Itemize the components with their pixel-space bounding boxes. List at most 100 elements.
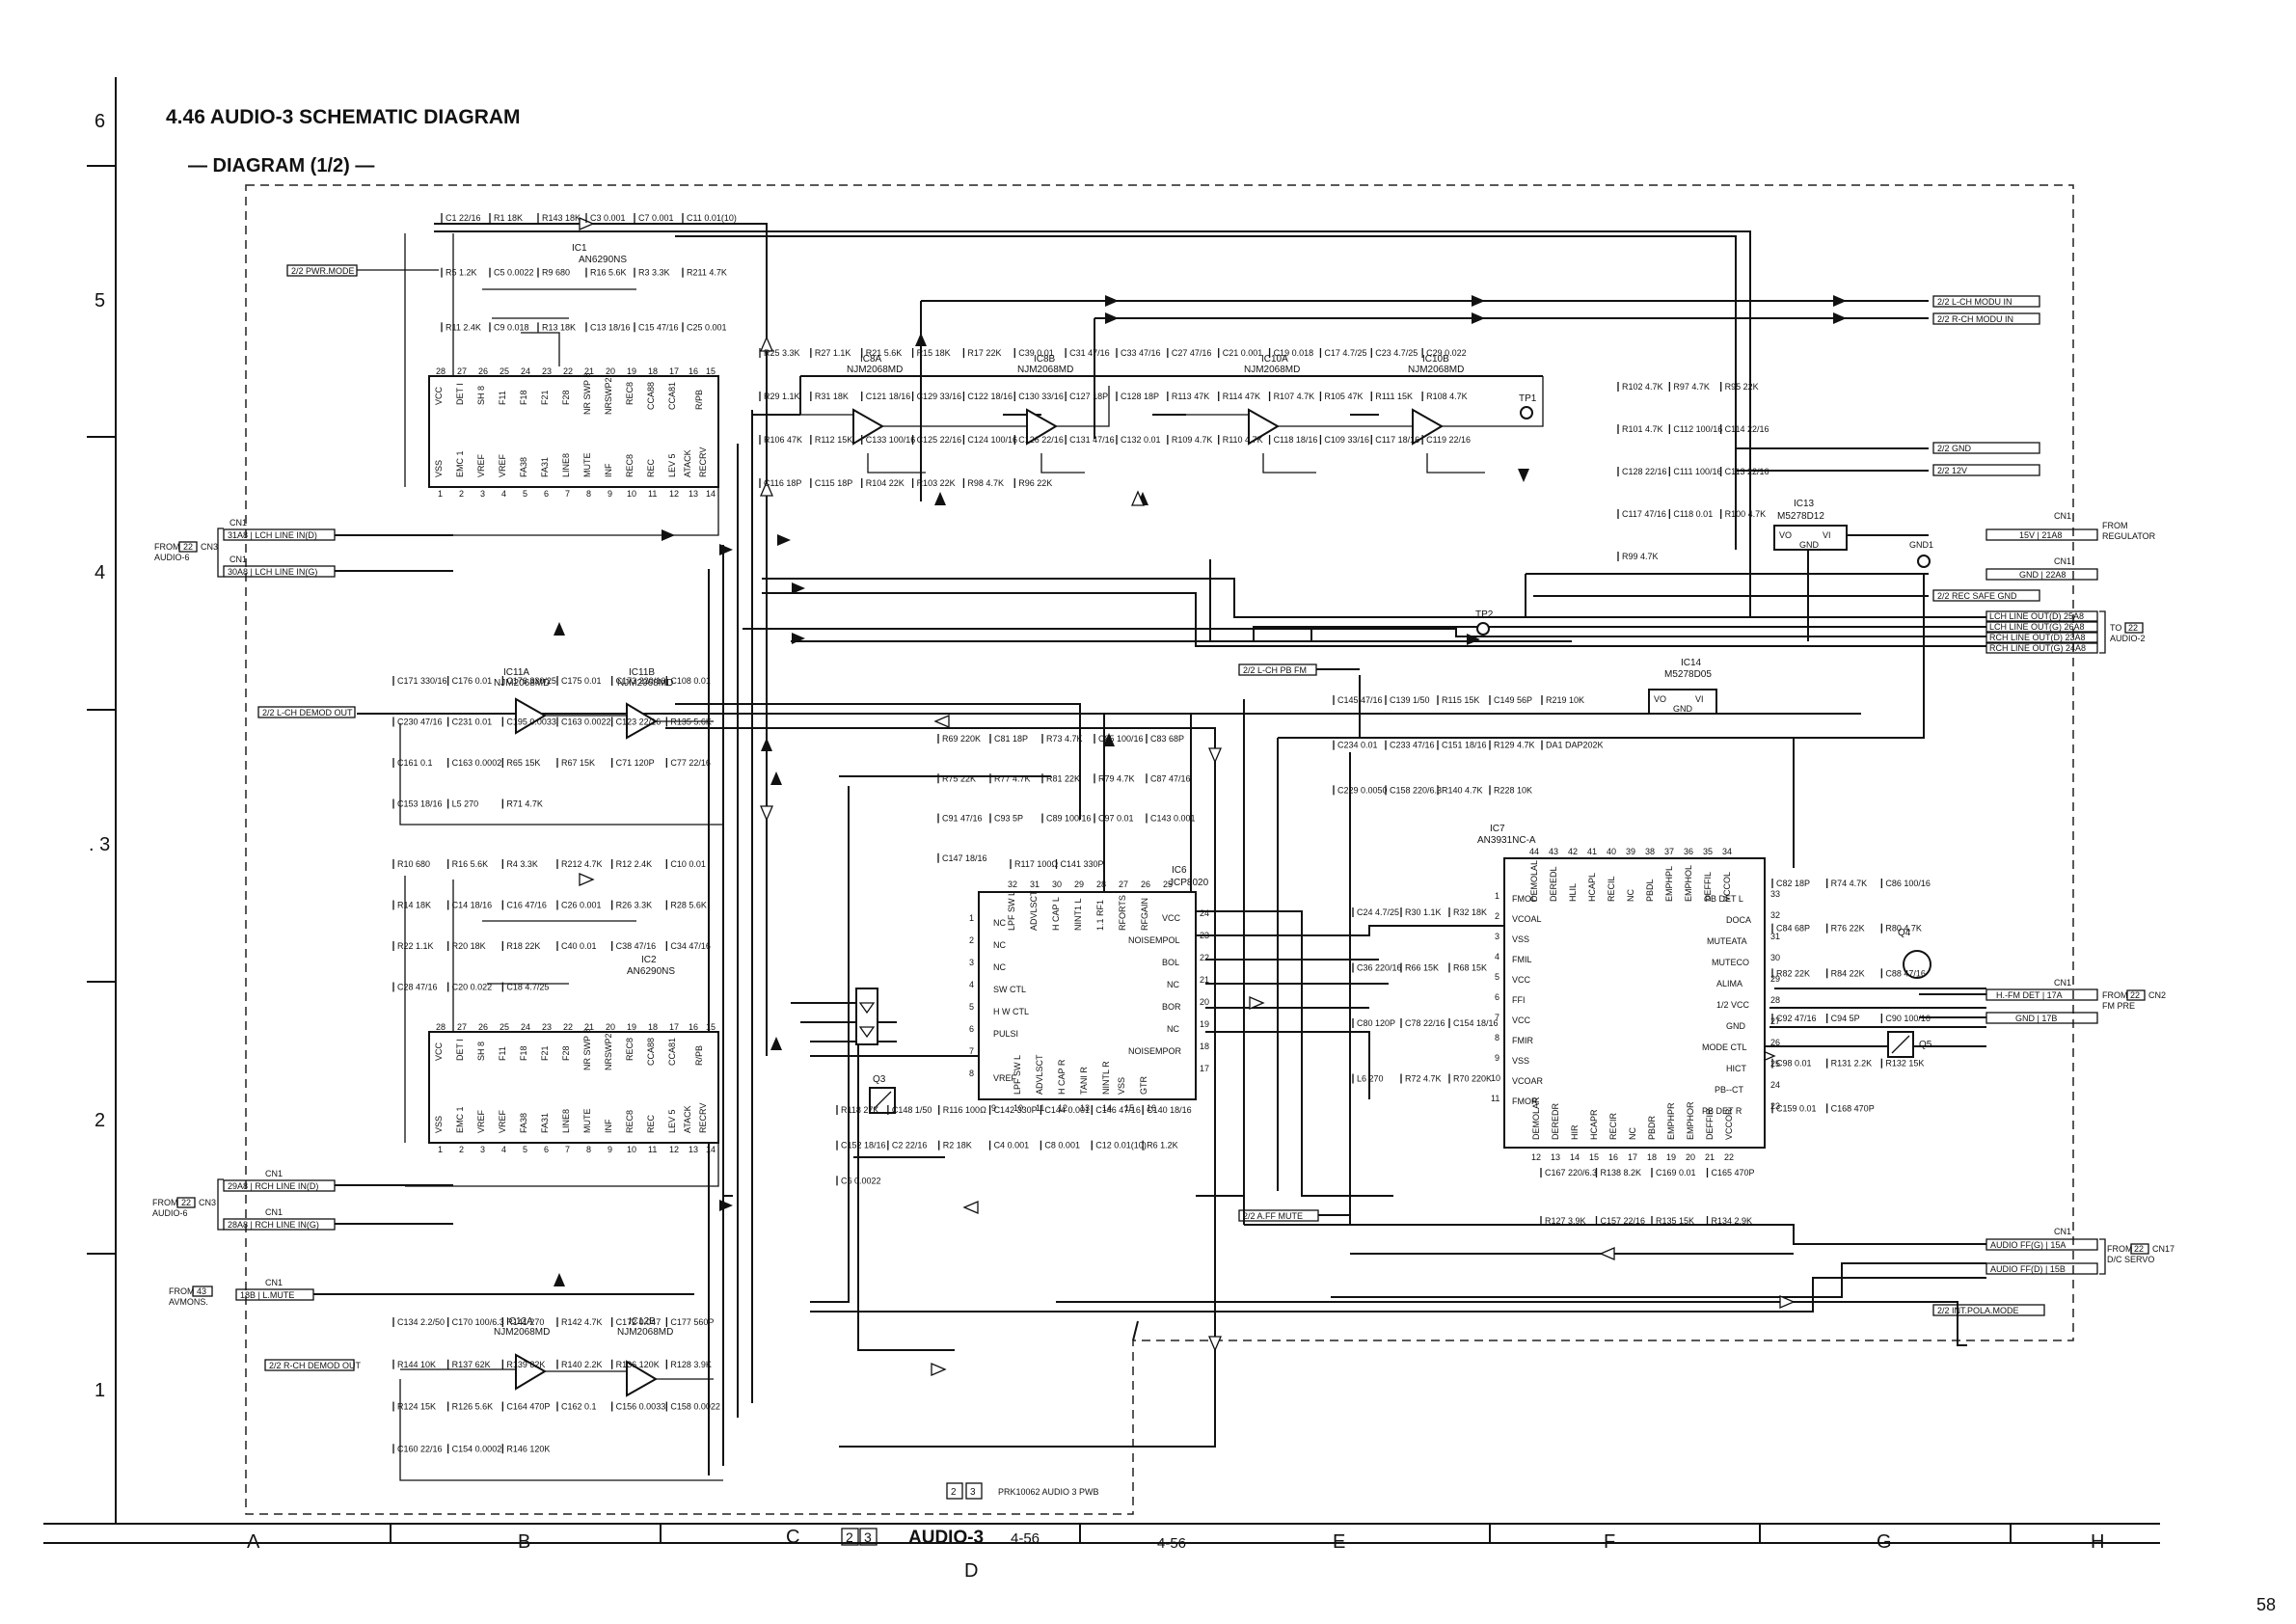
component-label: R111 15K (1375, 392, 1413, 401)
svg-text:VCOAL: VCOAL (1512, 914, 1542, 924)
component-label: C147 18/16 (942, 853, 987, 863)
svg-text:Q4: Q4 (1898, 928, 1911, 938)
component-label: R114 47K (1223, 392, 1260, 401)
svg-text:3: 3 (969, 958, 974, 967)
board-name: AUDIO-3 (908, 1528, 984, 1548)
frame: 6 5 4 . 3 2 1 A B C D E F G H (43, 77, 2160, 1582)
component-label: C175 0.01 (561, 676, 602, 686)
svg-text:R/PB: R/PB (694, 1045, 704, 1066)
ic1-pins-top: 28 27 26 25 24 23 22 21 20 19 18 17 16 1… (436, 366, 716, 376)
svg-text:2: 2 (1495, 911, 1499, 921)
row-label-6: 6 (95, 111, 105, 132)
svg-text:10: 10 (627, 1145, 636, 1154)
component-label: C139 1/50 (1390, 695, 1430, 705)
component-label: C97 0.01 (1098, 814, 1134, 824)
svg-text:VCC: VCC (434, 386, 444, 405)
svg-text:1: 1 (438, 1145, 443, 1154)
svg-text:41: 41 (1587, 847, 1597, 856)
svg-text:FROM: FROM (154, 542, 180, 552)
svg-text:2/2 12V: 2/2 12V (1937, 466, 1967, 475)
svg-text:LEV 5: LEV 5 (667, 1109, 677, 1133)
ic1-part: AN6290NS (579, 255, 627, 265)
svg-text:40: 40 (1607, 847, 1616, 856)
svg-text:9: 9 (608, 489, 612, 499)
svg-text:4: 4 (501, 1145, 506, 1154)
component-label: R98 4.7K (967, 478, 1004, 488)
svg-text:FMOL: FMOL (1512, 894, 1536, 904)
svg-text:H.-FM DET | 17A: H.-FM DET | 17A (1996, 990, 2063, 1000)
component-label: R95 22K (1725, 382, 1759, 392)
component-label: C94 5P (1831, 1014, 1860, 1023)
svg-text:8: 8 (1495, 1033, 1499, 1042)
svg-text:CCA88: CCA88 (646, 1038, 656, 1066)
svg-text:DEFFIL: DEFFIL (1703, 872, 1713, 902)
component-label: C2 22/16 (892, 1141, 928, 1150)
svg-text:LINE8: LINE8 (561, 453, 571, 477)
svg-text:6: 6 (544, 489, 549, 499)
component-label: C128 18P (1121, 392, 1159, 401)
svg-text:26: 26 (1770, 1038, 1780, 1047)
page-subtitle: — DIAGRAM (1/2) — (188, 155, 374, 176)
component-label: R29 1.1K (764, 392, 800, 401)
svg-text:43: 43 (1549, 847, 1558, 856)
svg-text:BOR: BOR (1162, 1002, 1181, 1012)
component-label: R129 4.7K (1494, 741, 1535, 750)
ic2-pins-top: 28 27 26 25 24 23 22 21 20 19 18 17 16 1… (436, 1022, 716, 1032)
ic7-pins-bottom: 12 13 14 15 16 17 18 19 20 21 22 DEMOLAR… (1531, 1096, 1734, 1162)
component-label: R143 18K (542, 213, 581, 223)
col-ticks (390, 1524, 2012, 1543)
svg-text:19: 19 (1666, 1152, 1676, 1162)
component-label: R138 8.2K (1601, 1168, 1642, 1177)
col-label-f: F (1604, 1531, 1615, 1553)
svg-text:19: 19 (1200, 1019, 1209, 1029)
component-label: C177 560P (670, 1317, 714, 1327)
component-label: R10 680 (397, 859, 430, 869)
svg-text:LCH LINE OUT(G) 26A8: LCH LINE OUT(G) 26A8 (1989, 622, 2085, 632)
svg-text:31: 31 (1030, 880, 1040, 889)
svg-text:GTR: GTR (1139, 1076, 1148, 1095)
svg-text:2/2 A.FF MUTE: 2/2 A.FF MUTE (1243, 1211, 1303, 1221)
svg-text:VO: VO (1779, 530, 1792, 540)
component-label: R81 22K (1046, 773, 1080, 783)
svg-text:CCA81: CCA81 (667, 382, 677, 410)
component-label: C140 18/16 (1147, 1105, 1192, 1115)
svg-text:F28: F28 (561, 1045, 571, 1061)
svg-text:2/2 REC SAFE GND: 2/2 REC SAFE GND (1937, 591, 2017, 601)
svg-text:IC11B: IC11B (629, 667, 655, 678)
svg-text:38: 38 (1645, 847, 1655, 856)
component-label: R67 15K (561, 758, 595, 768)
svg-text:AUDIO-6: AUDIO-6 (154, 553, 190, 562)
component-label: C1 22/16 (446, 213, 481, 223)
ic2-ref: IC2 (641, 955, 657, 965)
svg-text:FROM: FROM (2102, 990, 2128, 1000)
svg-text:14: 14 (1102, 1103, 1112, 1113)
component-label: C31 47/16 (1069, 348, 1110, 358)
svg-text:32: 32 (1770, 910, 1780, 920)
component-label: R124 15K (397, 1402, 436, 1412)
svg-text:NOISEMPOR: NOISEMPOR (1128, 1046, 1182, 1056)
svg-text:16: 16 (689, 1022, 698, 1032)
component-label: C144 0.001 (1044, 1105, 1090, 1115)
svg-text:GND: GND (1799, 540, 1820, 550)
svg-text:27: 27 (457, 1022, 467, 1032)
component-label: C134 2.2/50 (397, 1317, 445, 1327)
svg-text:20: 20 (1200, 997, 1209, 1007)
component-label: C17 4.7/25 (1324, 348, 1366, 358)
component-label: R70 220K (1453, 1074, 1492, 1084)
svg-text:17: 17 (669, 1022, 679, 1032)
svg-text:INF: INF (604, 1119, 613, 1133)
component-label: R103 22K (917, 478, 956, 488)
svg-text:RECRV: RECRV (698, 1103, 708, 1133)
component-label: C13 18/16 (590, 322, 631, 332)
svg-text:13: 13 (1080, 1103, 1090, 1113)
svg-text:NINT1 L: NINT1 L (1073, 898, 1083, 931)
svg-text:9: 9 (608, 1145, 612, 1154)
svg-text:20: 20 (1686, 1152, 1695, 1162)
svg-text:11: 11 (648, 489, 657, 499)
component-label: R5 1.2K (446, 268, 477, 278)
component-label: C128 22/16 (1622, 467, 1667, 476)
svg-text:30A8 | LCH LINE IN(G): 30A8 | LCH LINE IN(G) (228, 567, 317, 577)
svg-text:6: 6 (969, 1024, 974, 1034)
test-point-tp1: TP1 (1519, 393, 1537, 420)
svg-text:2: 2 (846, 1529, 853, 1545)
